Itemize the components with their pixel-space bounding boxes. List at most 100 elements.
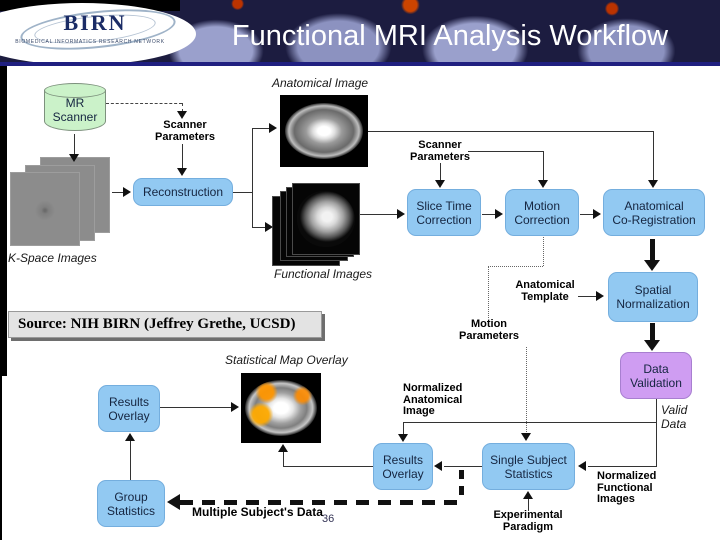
page-number: 36 — [322, 513, 335, 525]
connector-motion-coregistration — [580, 214, 593, 215]
connector-overlay-statmap — [283, 452, 284, 466]
arrowhead — [397, 209, 405, 219]
connector-anatomical-coregistration — [368, 131, 653, 132]
arrowhead — [648, 180, 658, 188]
connector-to-anatomical — [252, 128, 269, 129]
mr-scanner-label: MR Scanner — [52, 96, 98, 124]
arrowhead — [231, 402, 239, 412]
connector-anatomical-coregistration — [653, 131, 654, 180]
header-rule — [0, 62, 720, 66]
multiple-subjects-data-label: Multiple Subject's Data — [192, 505, 323, 519]
arrowhead — [269, 123, 277, 133]
connector-multisubject-dashed — [180, 500, 461, 505]
arrowhead — [578, 461, 586, 471]
arrowhead — [177, 111, 187, 119]
anatomical-template-label: Anatomical Template — [515, 279, 575, 303]
statistical-map-image — [241, 373, 321, 443]
connector-normalization-validation — [650, 323, 655, 341]
connector-params-slicetime — [440, 163, 441, 180]
spatial-normalization-box: Spatial Normalization — [608, 272, 698, 322]
arrowhead — [177, 168, 187, 176]
experimental-paradigm-label: Experimental Paradigm — [493, 509, 563, 533]
connector-kspace-reconstruction — [112, 192, 124, 193]
connector-params-motion — [543, 151, 544, 180]
birn-logo-acronym: BIRN — [63, 10, 127, 35]
functional-images-caption: Functional Images — [274, 267, 373, 281]
anatomical-coregistration-box: Anatomical Co-Registration — [603, 189, 705, 236]
connector-coregistration-normalization — [650, 239, 655, 261]
connector-reconstruction-images — [233, 192, 252, 193]
arrowhead-bold — [167, 494, 180, 510]
arrowhead — [593, 209, 601, 219]
results-overlay-left-box: Results Overlay — [98, 385, 160, 432]
connector-validation-down — [656, 399, 657, 467]
source-note: Source: NIH BIRN (Jeffrey Grethe, UCSD) — [8, 311, 322, 338]
connector-motion-parameters-dotted — [543, 237, 544, 266]
motion-parameters-label: Motion Parameters — [459, 318, 519, 342]
connector-group-overlay — [130, 441, 131, 480]
connector-functional-slicetime — [360, 214, 397, 215]
arrowhead — [435, 180, 445, 188]
birn-logo-oval — [0, 3, 196, 65]
anatomical-brain-image — [280, 95, 368, 167]
connector-normalized-anatomical — [403, 422, 404, 434]
arrowhead — [69, 154, 79, 162]
connector-params-reconstruction — [182, 144, 183, 169]
scanner-parameters-top-label: Scanner Parameters — [155, 119, 215, 143]
arrowhead — [521, 433, 531, 441]
mr-scanner-node-top — [44, 83, 106, 98]
arrowhead — [265, 222, 273, 232]
normalized-anatomical-image-label: Normalized Anatomical Image — [403, 382, 463, 417]
connector-slicetime-motion — [482, 214, 495, 215]
kspace-caption: K-Space Images — [8, 251, 97, 265]
single-subject-statistics-box: Single Subject Statistics — [482, 443, 575, 490]
connector-params-motion — [468, 151, 543, 152]
connector-normalized-anatomical — [403, 422, 656, 423]
results-overlay-bottom-box: Results Overlay — [373, 443, 433, 490]
valid-data-label: Valid Data — [661, 403, 688, 431]
data-validation-box: Data Validation — [620, 352, 692, 399]
birn-logo-tagline: BIOMEDICAL INFORMATICS RESEARCH NETWORK — [15, 39, 165, 45]
arrowhead — [398, 434, 408, 442]
connector-multisubject-dashed — [459, 470, 464, 500]
functional-brain-slice — [297, 191, 355, 247]
connector-overlayleft-statmap — [160, 407, 231, 408]
normalized-functional-images-label: Normalized Functional Images — [597, 470, 657, 505]
anatomical-brain-slice — [285, 103, 363, 159]
connector-to-functional — [252, 227, 266, 228]
connector-template-normalization — [578, 296, 596, 297]
arrowhead — [538, 180, 548, 188]
statistical-map-brain-slice — [245, 380, 317, 436]
arrowhead — [434, 461, 442, 471]
slide-left-border — [0, 66, 7, 376]
connector-scanner-params-dashed — [182, 103, 183, 112]
group-statistics-box: Group Statistics — [97, 480, 165, 527]
scanner-parameters-mid-label: Scanner Parameters — [410, 139, 470, 163]
connector-statistics-overlay — [444, 466, 482, 467]
connector-motion-parameters-dotted — [488, 266, 543, 267]
connector-reconstruction-images — [252, 128, 253, 228]
connector-motion-parameters-dotted — [526, 347, 527, 432]
functional-brain-image — [292, 183, 360, 255]
connector-overlay-statmap — [283, 466, 373, 467]
arrowhead — [278, 444, 288, 452]
motion-correction-box: Motion Correction — [505, 189, 579, 236]
arrowhead-bold — [644, 340, 660, 351]
kspace-image — [10, 172, 80, 246]
connector-scanner-kspace — [74, 134, 75, 154]
slide-title: Functional MRI Analysis Workflow — [231, 20, 669, 52]
slide-left-border — [0, 376, 2, 540]
connector-motion-parameters-dotted — [488, 266, 489, 318]
statistical-map-overlay-caption: Statistical Map Overlay — [225, 353, 348, 367]
reconstruction-box: Reconstruction — [133, 178, 233, 206]
slice-time-correction-box: Slice Time Correction — [407, 189, 481, 236]
connector-normalized-functional — [588, 466, 656, 467]
header-brain-montage: BIRN BIOMEDICAL INFORMATICS RESEARCH NET… — [0, 0, 720, 65]
anatomical-image-caption: Anatomical Image — [272, 76, 369, 90]
arrowhead — [125, 433, 135, 441]
connector-scanner-params-dashed — [106, 103, 182, 104]
arrowhead — [596, 291, 604, 301]
arrowhead — [123, 187, 131, 197]
arrowhead — [523, 491, 533, 499]
